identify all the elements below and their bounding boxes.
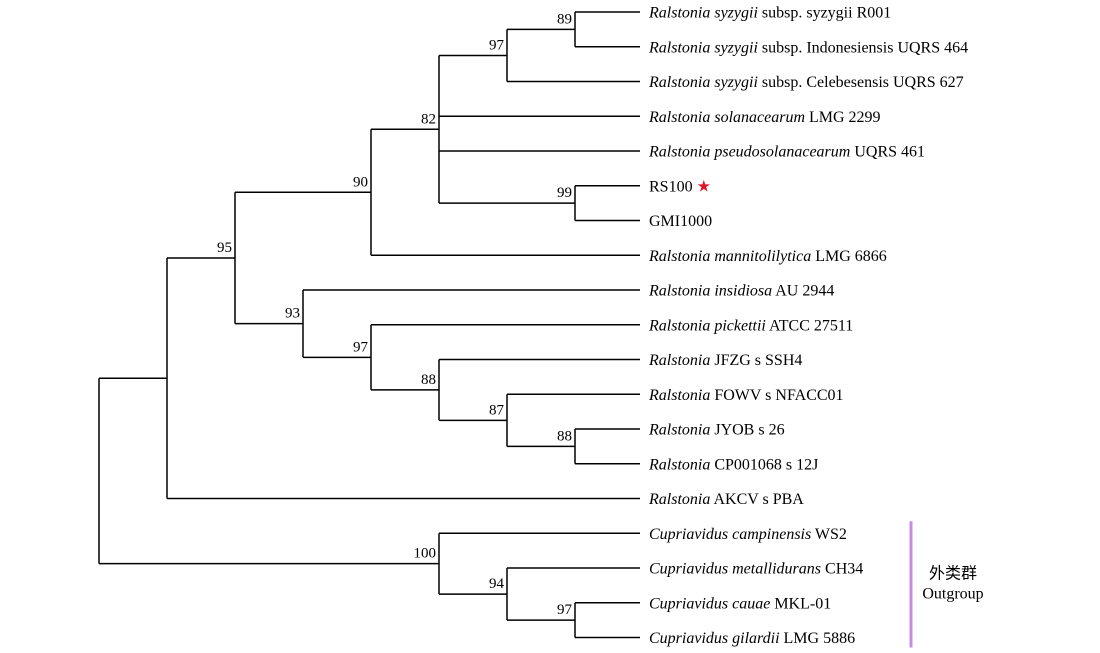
support-value-n88b: 88: [557, 428, 572, 444]
taxon-label-t18: Cupriavidus cauae MKL-01: [649, 595, 831, 612]
support-value-n89a: 89: [557, 11, 572, 27]
taxon-label-t15: Ralstonia AKCV s PBA: [648, 491, 804, 508]
taxon-label-t19: Cupriavidus gilardii LMG 5886: [649, 630, 855, 647]
taxon-label-t5: Ralstonia pseudosolanacearum UQRS 461: [648, 144, 925, 161]
support-value-n97a: 97: [489, 37, 505, 53]
taxon-label-t2: Ralstonia syzygii subsp. Indonesiensis U…: [648, 39, 968, 56]
support-value-n94: 94: [489, 576, 505, 592]
taxon-label-t3: Ralstonia syzygii subsp. Celebesensis UQ…: [648, 74, 964, 91]
taxon-labels: Ralstonia syzygii subsp. syzygii R001Ral…: [648, 5, 968, 648]
taxon-label-t1: Ralstonia syzygii subsp. syzygii R001: [648, 5, 891, 22]
taxon-label-t14: Ralstonia CP001068 s 12J: [648, 456, 818, 473]
taxon-label-t10: Ralstonia pickettii ATCC 27511: [648, 317, 853, 334]
taxon-label-t12: Ralstonia FOWV s NFACC01: [648, 387, 844, 404]
outgroup-annotation: 外类群 Outgroup: [909, 521, 984, 648]
support-value-n88a: 88: [421, 372, 436, 388]
taxon-label-t11: Ralstonia JFZG s SSH4: [648, 352, 802, 369]
support-value-n97b: 97: [353, 339, 369, 355]
tree-branches: [98, 11, 640, 639]
taxon-label-t7: GMI1000: [649, 213, 712, 230]
taxon-label-t8: Ralstonia mannitolilytica LMG 6866: [648, 248, 887, 265]
outgroup-label-en: Outgroup: [922, 585, 983, 602]
star-icon: ★: [693, 178, 711, 195]
taxon-label-t16: Cupriavidus campinensis WS2: [649, 526, 847, 543]
support-value-n87: 87: [489, 402, 505, 418]
support-value-n95: 95: [217, 240, 232, 256]
support-value-n82: 82: [421, 111, 436, 127]
taxon-label-t6: RS100 ★: [649, 178, 711, 195]
support-value-n99: 99: [557, 185, 572, 201]
taxon-label-t13: Ralstonia JYOB s 26: [648, 422, 785, 439]
support-value-n100: 100: [414, 546, 437, 562]
support-value-n90: 90: [353, 174, 368, 190]
support-values: 89 97 99 82 90 88 87 88 97 93 95 97 94 100: [217, 11, 573, 618]
support-value-n93: 93: [285, 306, 300, 322]
taxon-label-t9: Ralstonia insidiosa AU 2944: [648, 283, 834, 300]
support-value-n97c: 97: [557, 602, 573, 618]
outgroup-label-cn: 外类群: [929, 564, 977, 582]
taxon-label-t4: Ralstonia solanacearum LMG 2299: [648, 109, 881, 126]
taxon-label-t17: Cupriavidus metallidurans CH34: [649, 561, 863, 578]
